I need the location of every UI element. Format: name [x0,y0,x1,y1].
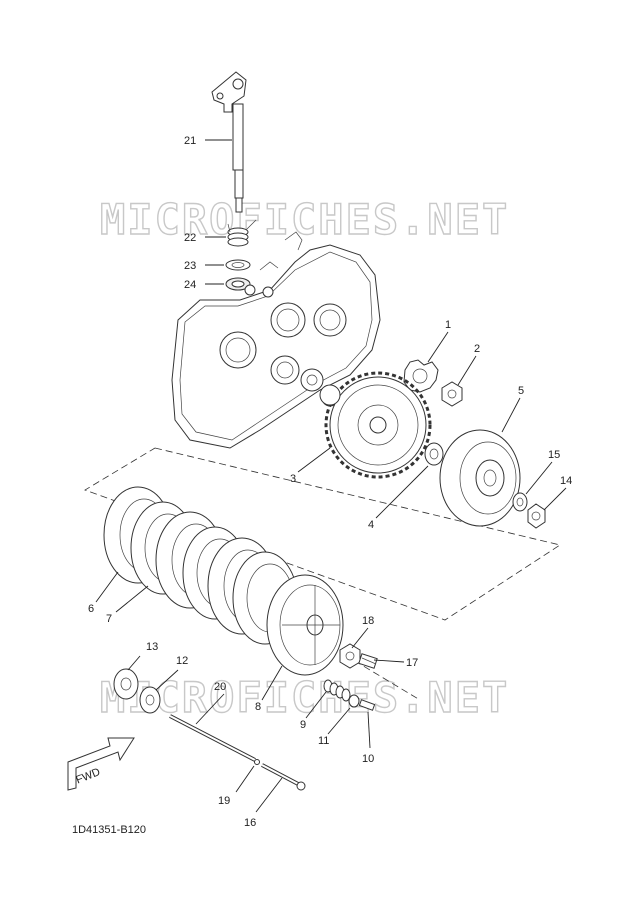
bolt-part-10 [358,699,376,711]
part-label-23: 23 [184,260,196,272]
adjust-screw-part-17 [358,653,378,669]
torsion-spring-part [227,219,257,247]
part-label-18: 18 [362,615,374,627]
part-label-22: 22 [184,232,196,244]
fwd-label: FWD [74,766,102,787]
clutch-boss-part [439,429,521,527]
washer-part-23 [225,259,251,271]
part-label-6: 6 [88,603,94,615]
nut-part-2 [441,381,463,407]
forward-arrow-icon: FWD [67,737,135,791]
shift-shaft-part [211,71,247,213]
part-label-15: 15 [548,449,560,461]
lock-washer-part-13 [113,668,139,700]
part-label-12: 12 [176,655,188,667]
washer-part-15 [512,492,528,512]
part-label-20: 20 [214,681,226,693]
part-label-11: 11 [318,735,329,747]
nut-part-14 [527,503,546,529]
part-label-8: 8 [255,701,261,713]
diagram-code: 1D41351-B120 [72,824,146,836]
clutch-spring-part-9 [323,679,351,702]
part-label-17: 17 [406,657,418,669]
part-label-7: 7 [106,613,112,625]
part-label-19: 19 [218,795,230,807]
lock-washer-part-4 [424,442,444,466]
part-label-2: 2 [474,343,480,355]
primary-drive-gear-part [403,359,439,393]
part-label-4: 4 [368,519,374,531]
part-label-21: 21 [184,135,196,147]
part-label-5: 5 [518,385,524,397]
part-label-13: 13 [146,641,158,653]
bearing-behind-housing [319,384,341,406]
watermark-bottom: MICROFICHES.NET [100,673,509,722]
crankcase-part [171,231,381,449]
watermark-top: MICROFICHES.NET [100,195,509,244]
clutch-housing-part [324,371,432,479]
washer-part-12 [139,686,161,714]
pressure-plate-part [266,574,344,676]
part-label-16: 16 [244,817,256,829]
washer-part-11 [348,694,360,708]
ball-part-19 [254,759,260,765]
leader-lines [95,139,567,813]
part-label-14: 14 [560,475,572,487]
part-label-1: 1 [445,319,451,331]
part-label-24: 24 [184,279,196,291]
assembly-outline [84,447,561,621]
part-label-9: 9 [300,719,306,731]
nut-part-18 [339,643,361,669]
part-label-10: 10 [362,753,374,765]
part-label-3: 3 [290,473,296,485]
